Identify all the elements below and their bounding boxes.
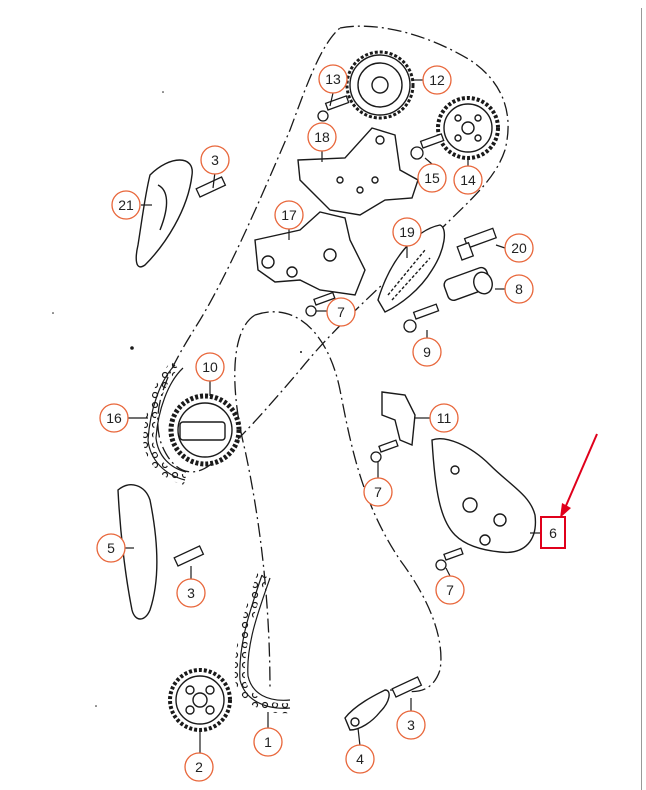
camshaft-adjuster-12	[345, 50, 415, 120]
callout-6-label: 6	[549, 525, 557, 541]
callout-7-upper: 7	[326, 297, 356, 327]
leader-3a	[212, 171, 216, 189]
pin-3-bottom	[391, 676, 423, 698]
callout-13-label: 13	[325, 71, 341, 87]
callout-12: 12	[422, 65, 452, 95]
callout-20: 20	[504, 233, 534, 263]
callout-1-label: 1	[264, 734, 272, 750]
callout-layer: 1 2 3 3 3 4 5 6 7 7 7 8 9 10 11 12 13 14…	[96, 64, 566, 782]
leader-15	[424, 157, 433, 165]
callout-19: 19	[392, 217, 422, 247]
tensioner-arm-4	[344, 689, 390, 731]
callout-4: 4	[345, 744, 375, 774]
callout-18: 18	[307, 122, 337, 152]
callout-3-bottom: 3	[396, 710, 426, 740]
chain-guide-21	[135, 159, 193, 268]
bolt-7-upper	[305, 291, 336, 317]
callout-15-label: 15	[424, 170, 440, 186]
chain-guide-5	[117, 484, 158, 620]
pin-3-middle	[173, 545, 205, 567]
leader-lines	[124, 79, 541, 756]
callout-18-label: 18	[314, 129, 330, 145]
callout-7-middle: 7	[363, 477, 393, 507]
callout-13: 13	[318, 64, 348, 94]
callout-8: 8	[504, 274, 534, 304]
callout-14: 14	[453, 165, 483, 195]
callout-6: 6	[540, 516, 566, 549]
chain-routing-paths	[157, 25, 509, 693]
right-edge-rule	[641, 8, 642, 790]
callout-2: 2	[184, 752, 214, 782]
highlight-arrow	[560, 433, 598, 518]
bolt-15	[410, 133, 445, 160]
timing-chain-1	[234, 573, 291, 714]
callout-3-middle-label: 3	[187, 585, 195, 601]
bracket-11	[381, 391, 416, 447]
camshaft-sprocket-14	[436, 96, 500, 160]
callout-11-label: 11	[437, 410, 452, 426]
lower-chain-route	[234, 311, 442, 693]
callout-16-label: 16	[106, 410, 122, 426]
crankshaft-sprocket-2	[168, 668, 232, 732]
leader-7c	[445, 567, 451, 577]
callout-9-label: 9	[423, 344, 431, 360]
callout-5: 5	[96, 533, 126, 563]
chain-housing-6	[431, 438, 537, 554]
callout-3-middle: 3	[176, 578, 206, 608]
tensioner-bracket-17	[254, 211, 366, 296]
crankshaft-sprocket-10	[168, 393, 242, 467]
callout-3-top-label: 3	[211, 152, 219, 168]
bolt-13	[317, 95, 350, 122]
callout-7-lower: 7	[435, 575, 465, 605]
callout-14-label: 14	[460, 172, 476, 188]
leader-13	[329, 92, 334, 107]
callout-8-label: 8	[515, 281, 523, 297]
print-specks	[52, 91, 302, 707]
callout-2-label: 2	[195, 759, 203, 775]
callout-11: 11	[429, 403, 459, 433]
callout-5-label: 5	[107, 540, 115, 556]
callout-3-bottom-label: 3	[407, 717, 415, 733]
callout-20-label: 20	[511, 240, 527, 256]
bolt-7-lower	[435, 547, 464, 571]
callout-12-label: 12	[429, 72, 445, 88]
callout-17: 17	[274, 200, 304, 230]
sensor-20	[456, 227, 498, 261]
bracket-18	[297, 127, 419, 216]
callout-21: 21	[111, 190, 141, 220]
guide-rail-19	[377, 224, 446, 313]
timing-chain-16	[142, 361, 187, 485]
callout-1: 1	[253, 727, 283, 757]
bolt-7-middle	[370, 439, 399, 463]
callout-15: 15	[417, 163, 447, 193]
pin-3-top	[195, 176, 227, 198]
callout-7-upper-label: 7	[337, 304, 345, 320]
callout-10-label: 10	[202, 359, 218, 375]
chain-tensioner-8	[443, 266, 493, 302]
callout-16: 16	[99, 403, 129, 433]
leader-4	[357, 727, 361, 747]
callout-7-lower-label: 7	[446, 582, 454, 598]
callout-4-label: 4	[356, 751, 364, 767]
callout-10: 10	[195, 352, 225, 382]
bolt-9	[403, 303, 440, 333]
callout-21-label: 21	[118, 197, 134, 213]
callout-7-middle-label: 7	[374, 484, 382, 500]
callout-19-label: 19	[399, 224, 415, 240]
callout-9: 9	[412, 337, 442, 367]
leader-20	[495, 244, 506, 249]
callout-17-label: 17	[281, 207, 297, 223]
callout-3-top: 3	[200, 145, 230, 175]
